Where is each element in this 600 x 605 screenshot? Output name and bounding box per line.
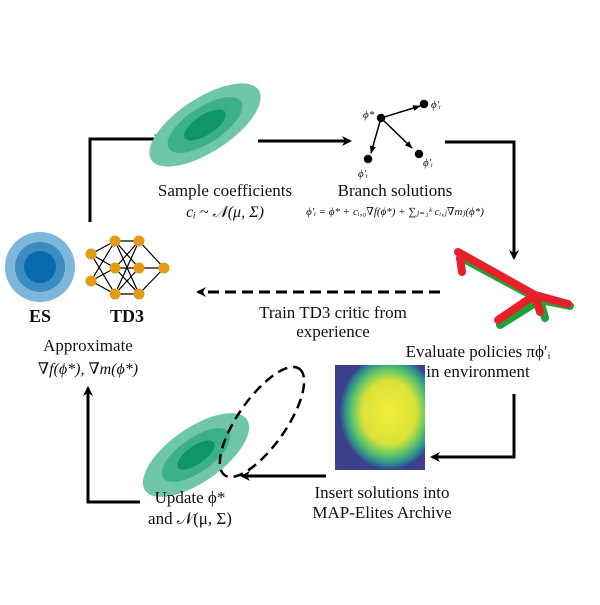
robot-ant-icon bbox=[454, 248, 574, 329]
td3-label: TD3 bbox=[110, 306, 144, 326]
train-critic-label: Train TD3 critic from bbox=[259, 303, 407, 322]
phi-prime-label: ϕ′ᵢ bbox=[358, 168, 368, 180]
approximate-label: Approximate bbox=[43, 336, 133, 355]
gaussian-inner bbox=[184, 109, 226, 141]
update-label: Update ϕ* bbox=[155, 488, 226, 507]
es-icon bbox=[5, 232, 75, 302]
phi-prime-node bbox=[419, 99, 429, 109]
arrow-branch-to-evaluate bbox=[445, 140, 519, 260]
phi-star-label: ϕ* bbox=[363, 109, 375, 121]
map-elites-archive-heatmap bbox=[335, 365, 425, 470]
phi-star-node bbox=[376, 113, 386, 123]
train-critic-label-2: experience bbox=[296, 322, 370, 341]
approximate-math: ∇f(ϕ*), ∇m(ϕ*) bbox=[38, 361, 138, 378]
insert-label-2: MAP-Elites Archive bbox=[312, 503, 451, 522]
es-label: ES bbox=[29, 306, 51, 326]
phi-prime-label: ϕ′ᵢ bbox=[423, 157, 433, 169]
td3-network-icon bbox=[85, 235, 170, 300]
sample-math: cᵢ ~ 𝒩(μ, Σ) bbox=[186, 204, 264, 221]
flow-arrows bbox=[83, 134, 519, 504]
arrow-update-to-approx bbox=[83, 386, 140, 504]
phi-prime-node bbox=[414, 149, 424, 159]
evaluate-label-2: in environment bbox=[426, 362, 530, 381]
phi-prime-node bbox=[363, 154, 373, 164]
gaussian-distribution-top bbox=[149, 83, 261, 167]
branch-label: Branch solutions bbox=[338, 181, 453, 200]
phi-prime-label: ϕ′ᵢ bbox=[431, 99, 441, 111]
updated-distribution-dashed bbox=[218, 365, 306, 479]
gaussian-distribution-bottom bbox=[142, 413, 250, 497]
evaluate-label: Evaluate policies πϕ′ᵢ bbox=[406, 342, 551, 361]
branch-graph bbox=[363, 99, 429, 164]
arrow-evaluate-to-archive bbox=[430, 394, 516, 462]
branch-math: ϕ′ᵢ = ϕ* + cᵢ,₀∇f(ϕ*) + ∑ⱼ₌₁ᵏ cᵢ,ⱼ∇mⱼ(ϕ*… bbox=[306, 206, 484, 218]
insert-label: Insert solutions into bbox=[314, 483, 449, 502]
update-label-2: and 𝒩(μ, Σ) bbox=[148, 509, 232, 528]
sample-label: Sample coefficients bbox=[158, 181, 292, 200]
arrow-es-to-sample bbox=[88, 134, 164, 222]
